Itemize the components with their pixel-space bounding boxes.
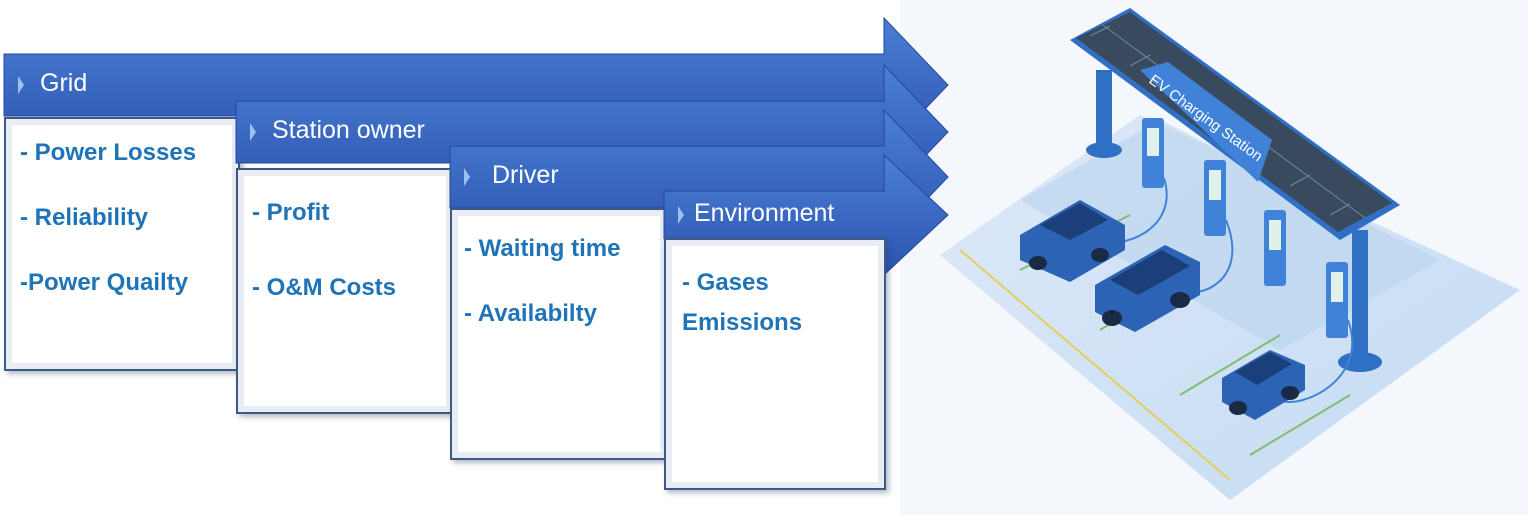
- station-owner-card: [236, 168, 454, 414]
- canopy-pillars: [1086, 70, 1382, 372]
- environment-item-gases: - Gases: [682, 269, 769, 296]
- grid-item-reliability: - Reliability: [20, 204, 149, 231]
- ev-car-1: [1020, 200, 1125, 282]
- ev-car-2: [1095, 245, 1200, 332]
- ev-car-3: [1222, 350, 1305, 420]
- environment-card: [664, 238, 886, 490]
- grid-item-power-losses: - Power Losses: [20, 139, 197, 166]
- environment-arrow: Environment: [663, 153, 949, 277]
- station-owner-item-oandm-costs: - O&M Costs: [252, 274, 396, 301]
- driver-card: [450, 208, 668, 460]
- station-owner-title: Station owner: [272, 116, 425, 144]
- charging-posts: [1142, 118, 1348, 338]
- station-owner-item-profit: - Profit: [252, 199, 330, 226]
- driver-title: Driver: [492, 161, 559, 189]
- station-sign: [1140, 62, 1272, 182]
- driver-item-waiting-time: - Waiting time: [464, 235, 621, 262]
- environment-title: Environment: [694, 199, 835, 227]
- grid-title: Grid: [40, 69, 88, 97]
- driver-item-availabilty: - Availabilty: [464, 300, 597, 327]
- grid-item-power-quailty: -Power Quailty: [20, 269, 189, 296]
- parking-lines: [959, 249, 1231, 481]
- ev-charging-station-illustration: EV Charging Station: [900, 0, 1528, 515]
- environment-item-emissions: Emissions: [682, 309, 803, 336]
